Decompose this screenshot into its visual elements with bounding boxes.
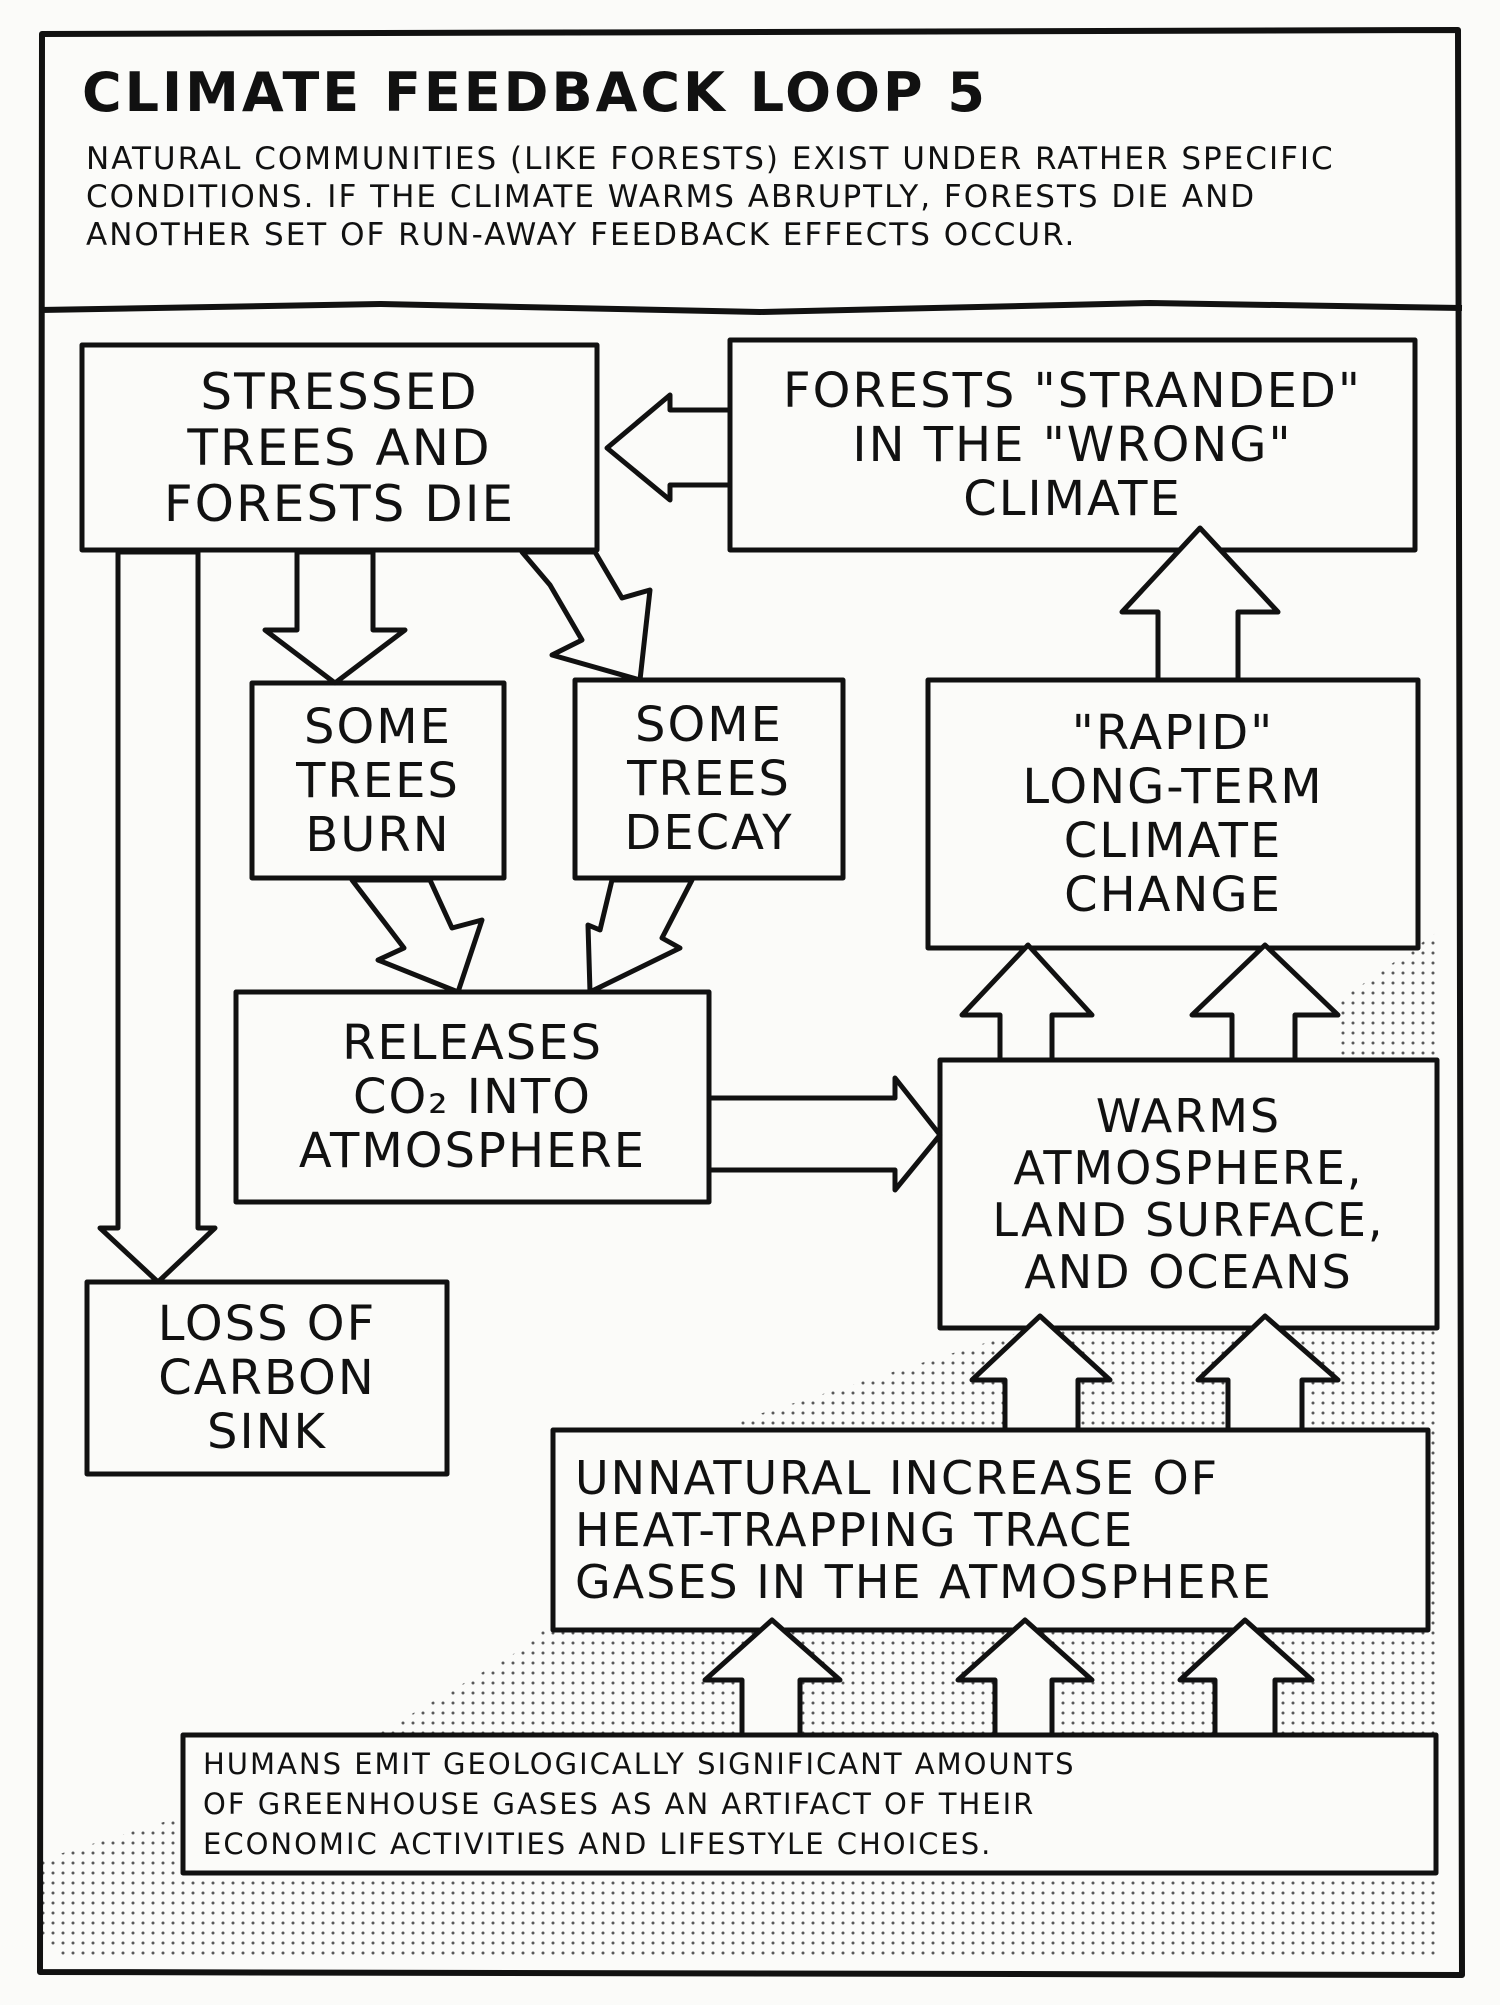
arrow-rapid-to-stranded [1119, 525, 1281, 683]
box-stressed-trees [79, 342, 600, 553]
arrow-unnatural-to-warms-right [1195, 1313, 1341, 1433]
label-forests-stranded: FORESTS "STRANDED" IN THE "WRONG" CLIMAT… [783, 363, 1362, 527]
intro-text: NATURAL COMMUNITIES (LIKE FORESTS) EXIST… [86, 141, 1335, 253]
label-trees-burn: SOME TREES BURN [296, 698, 460, 863]
arrow-releases-to-warms [706, 1075, 943, 1193]
box-unnatural-increase [550, 1427, 1431, 1633]
label-humans-emit: HUMANS EMIT GEOLOGICALLY SIGNIFICANT AMO… [203, 1747, 1076, 1861]
box-loss-carbon-sink [84, 1279, 450, 1477]
box-rapid-change [925, 677, 1421, 951]
page-title: CLIMATE FEEDBACK LOOP 5 [82, 61, 988, 124]
arrow-decay-to-releases [585, 877, 695, 995]
arrow-stranded-to-stressed [604, 392, 733, 503]
label-unnatural-increase: UNNATURAL INCREASE OF HEAT-TRAPPING TRAC… [575, 1451, 1273, 1609]
arrow-unnatural-to-warms-left [969, 1313, 1113, 1433]
arrow-stressed-to-loss [97, 549, 218, 1285]
box-humans-emit [180, 1732, 1439, 1876]
header-divider [39, 300, 1463, 315]
arrow-humans-to-unnatural-1 [702, 1617, 843, 1738]
label-trees-decay: SOME TREES DECAY [624, 697, 794, 861]
label-loss-carbon-sink: LOSS OF CARBON SINK [157, 1296, 377, 1460]
arrow-burn-to-releases [349, 877, 485, 995]
arrow-warms-to-rapid-left [959, 942, 1095, 1063]
arrow-warms-to-rapid-right [1189, 942, 1341, 1063]
arrow-humans-to-unnatural-3 [1177, 1617, 1315, 1738]
arrow-stressed-to-burn [262, 549, 408, 686]
outer-frame [37, 27, 1465, 1978]
box-warms [937, 1057, 1440, 1331]
arrow-stressed-to-decay [519, 549, 653, 683]
label-stressed-trees: STRESSED TREES AND FORESTS DIE [163, 362, 516, 533]
label-warms: WARMS ATMOSPHERE, LAND SURFACE, AND OCEA… [992, 1089, 1385, 1299]
arrow-humans-to-unnatural-2 [955, 1617, 1095, 1738]
box-trees-decay [572, 677, 846, 881]
label-rapid-change: "RAPID" LONG-TERM CLIMATE CHANGE [1022, 705, 1324, 923]
label-releases-co2: RELEASES CO₂ INTO ATMOSPHERE [298, 1015, 647, 1179]
